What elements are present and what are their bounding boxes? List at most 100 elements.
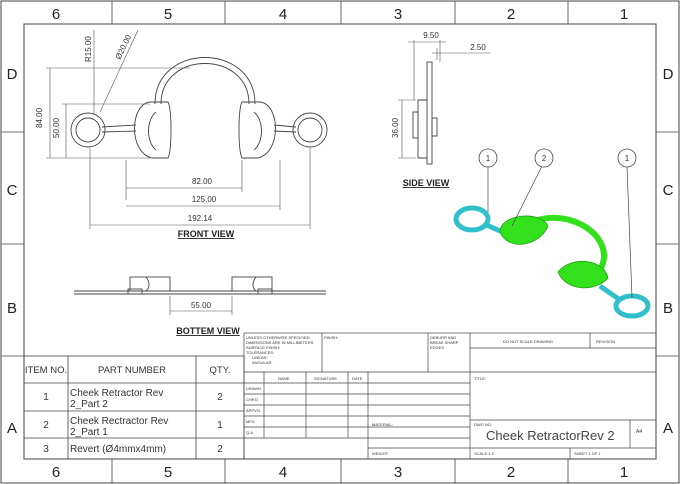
balloon-1-left: 1 — [486, 154, 491, 163]
dim-h84: 84.00 — [35, 107, 44, 128]
iso-left-ring — [453, 205, 491, 233]
bom-row2-item: 2 — [43, 420, 49, 431]
bottom-left-cup — [129, 276, 171, 292]
side-boss — [431, 117, 438, 137]
front-view-label: FRONT VIEW — [178, 229, 235, 239]
tb-note-2: DIMENSIONS ARE IN MILLIMETERS — [246, 340, 314, 345]
zone-top-4: 4 — [279, 6, 287, 23]
tb-col-signature: SIGNATURE — [314, 376, 337, 381]
tb-deburr-3: EDGES — [430, 345, 444, 350]
front-left-cup-inner — [148, 111, 157, 151]
tb-sheet: SHEET 1 OF 1 — [574, 451, 601, 456]
iso-right-cup — [557, 260, 609, 289]
dim-h36: 36.00 — [391, 117, 400, 138]
dim-h50: 50.00 — [52, 117, 61, 138]
bottom-dim-lines — [169, 296, 233, 315]
zone-left-D: D — [7, 66, 18, 83]
tb-revision: REVISION — [596, 339, 615, 344]
front-right-ring-outer — [292, 112, 328, 148]
bom-table — [23, 355, 245, 460]
bom-row3-item: 3 — [43, 444, 49, 455]
zone-right-D: D — [663, 66, 674, 83]
dim-w250: 2.50 — [470, 43, 486, 52]
side-rod — [412, 111, 419, 139]
zone-top-6: 6 — [52, 6, 60, 23]
front-right-rod-bottom — [273, 130, 297, 133]
tb-finish: FINISH: — [324, 335, 338, 340]
title-block-grid — [243, 332, 657, 460]
bom-row1-part-l2: 2_Part 2 — [70, 399, 108, 410]
zone-labels-right: D C B A — [663, 66, 674, 437]
bom-row3-qty: 2 — [217, 444, 223, 455]
zone-top-5: 5 — [164, 6, 172, 23]
bom-row2-part-l1: Cheek Rectractor Rev — [70, 416, 168, 427]
tb-note-6: ANGULAR: — [252, 360, 272, 365]
zone-bottom-1: 1 — [620, 464, 628, 481]
tb-weight: WEIGHT: — [372, 451, 389, 456]
tb-role-appvd: APPV'D — [246, 408, 260, 413]
bom-row1-item: 1 — [43, 392, 49, 403]
zone-left-B: B — [7, 300, 17, 317]
bom-row1-part-l1: Cheek Retractor Rev — [70, 388, 163, 399]
balloon-2: 2 — [542, 154, 547, 163]
zone-right-B: B — [663, 300, 673, 317]
tb-role-chkd: CHK'D — [246, 397, 258, 402]
front-right-ring-inner — [297, 117, 323, 143]
tb-dwg-no: Cheek RetractorRev 2 — [486, 428, 615, 443]
bottom-left-curve — [145, 276, 150, 292]
zone-right-A: A — [663, 420, 673, 437]
tb-note-3: SURFACE FINISH: — [246, 345, 280, 350]
zone-bottom-3: 3 — [394, 464, 402, 481]
bom-row2-part-l2: 2_Part 1 — [70, 427, 108, 438]
front-left-rod-bottom — [101, 130, 137, 133]
bottom-right-curve — [252, 276, 257, 292]
dim-w82: 82.00 — [192, 177, 213, 186]
iso-left-cup — [499, 215, 549, 245]
tb-deburr-1: DEBURR AND — [430, 335, 456, 340]
tb-scale: SCALE:1:2 — [474, 451, 495, 456]
dim-w192: 192.14 — [188, 214, 213, 223]
tb-role-qa: Q.A — [246, 430, 253, 435]
bom-row2-qty: 1 — [217, 420, 223, 431]
bottom-left-clip — [127, 288, 143, 295]
tb-col-date: DATE — [352, 376, 363, 381]
zone-top-1: 1 — [620, 6, 628, 23]
iso-right-rod — [598, 283, 622, 303]
front-dim-lines — [46, 29, 311, 229]
front-right-rod-top — [273, 124, 297, 128]
zone-top-2: 2 — [507, 6, 515, 23]
bottom-right-clip — [257, 288, 273, 295]
zone-bottom-6: 6 — [52, 464, 60, 481]
bom-header-item: ITEM NO. — [25, 365, 67, 376]
tb-dwg-no-label: DWG NO. — [474, 422, 492, 427]
zone-labels-top: 6 5 4 3 2 1 — [52, 6, 628, 23]
tb-role-mfg: MFG — [246, 419, 255, 424]
side-plate — [426, 61, 433, 165]
tb-deburr-2: BREAK SHARP — [430, 340, 459, 345]
front-view — [70, 57, 328, 159]
zone-bottom-4: 4 — [279, 464, 287, 481]
isometric-view: 1 2 1 — [453, 148, 651, 319]
side-view — [412, 61, 438, 165]
side-dim-lines — [398, 40, 490, 159]
front-right-cup-inner — [253, 111, 262, 151]
tb-no-scale: DO NOT SCALE DRAWING — [503, 339, 553, 344]
bom-row1-qty: 2 — [217, 392, 223, 403]
zone-labels-bottom: 6 5 4 3 2 1 — [52, 464, 628, 481]
zone-bottom-5: 5 — [164, 464, 172, 481]
front-left-ring-inner — [75, 117, 101, 143]
dim-w950: 9.50 — [423, 31, 439, 40]
tb-note-1: UNLESS OTHERWISE SPECIFIED: — [246, 335, 311, 340]
dim-r15: R15.00 — [84, 36, 93, 62]
zone-left-A: A — [7, 420, 17, 437]
dim-w125: 125.00 — [192, 195, 217, 204]
zone-labels-left: D C B A — [7, 66, 18, 437]
tb-title-label: TITLE: — [474, 376, 486, 381]
front-left-rod-top — [101, 124, 137, 128]
tb-role-drawn: DRAWN — [246, 386, 261, 391]
tb-size: A4 — [636, 429, 642, 435]
bom-header-qty: QTY. — [210, 365, 231, 376]
bottom-view-label: BOTTEM VIEW — [176, 326, 240, 336]
